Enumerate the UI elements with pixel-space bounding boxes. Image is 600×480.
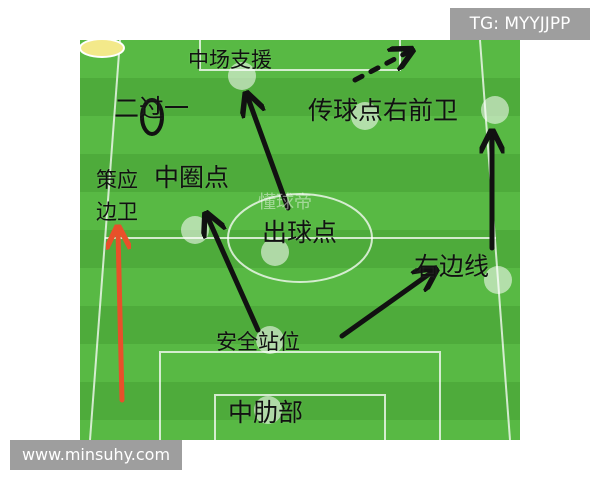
telegram-watermark: TG: MYYJJPP <box>450 8 590 40</box>
label-central-defense: 中肋部 <box>228 398 304 427</box>
label-midfield-support: 中场支援 <box>188 48 272 72</box>
label-strategy: 策应 <box>96 168 138 192</box>
site-watermark: www.minsuhy.com <box>10 440 182 470</box>
player-marker <box>181 216 209 244</box>
arrow-red-left <box>118 232 122 403</box>
football-pitch: 懂球帝 中场支援 二过一 传球点右前卫 策应 边卫 中圈点 出球点 右边线 安全… <box>80 40 520 440</box>
faint-logo-text: 懂球帝 <box>258 192 312 213</box>
player-marker <box>256 326 284 354</box>
player-marker <box>351 102 379 130</box>
label-release-point: 出球点 <box>262 218 338 247</box>
arrow-release-to-midfield <box>248 98 291 211</box>
player-marker <box>254 396 282 424</box>
player-marker <box>481 96 509 124</box>
player-marker <box>484 266 512 294</box>
arrow-safe-to-right <box>339 272 432 339</box>
player-marker <box>261 238 289 266</box>
label-safe-position: 安全站位 <box>216 330 300 354</box>
corner-logo <box>80 40 125 58</box>
doodle-circle <box>140 98 164 136</box>
player-marker <box>228 62 256 90</box>
label-fullback: 边卫 <box>96 200 138 224</box>
label-pass-right-forward: 传球点右前卫 <box>308 96 459 125</box>
pitch-markings <box>80 40 512 440</box>
label-two-past-one: 二过一 <box>114 94 190 123</box>
arrow-dashed-pass <box>352 52 408 83</box>
label-center-circle-point: 中圈点 <box>154 163 230 192</box>
arrow-safe-to-center <box>208 218 261 333</box>
label-right-sideline: 右边线 <box>414 252 490 281</box>
